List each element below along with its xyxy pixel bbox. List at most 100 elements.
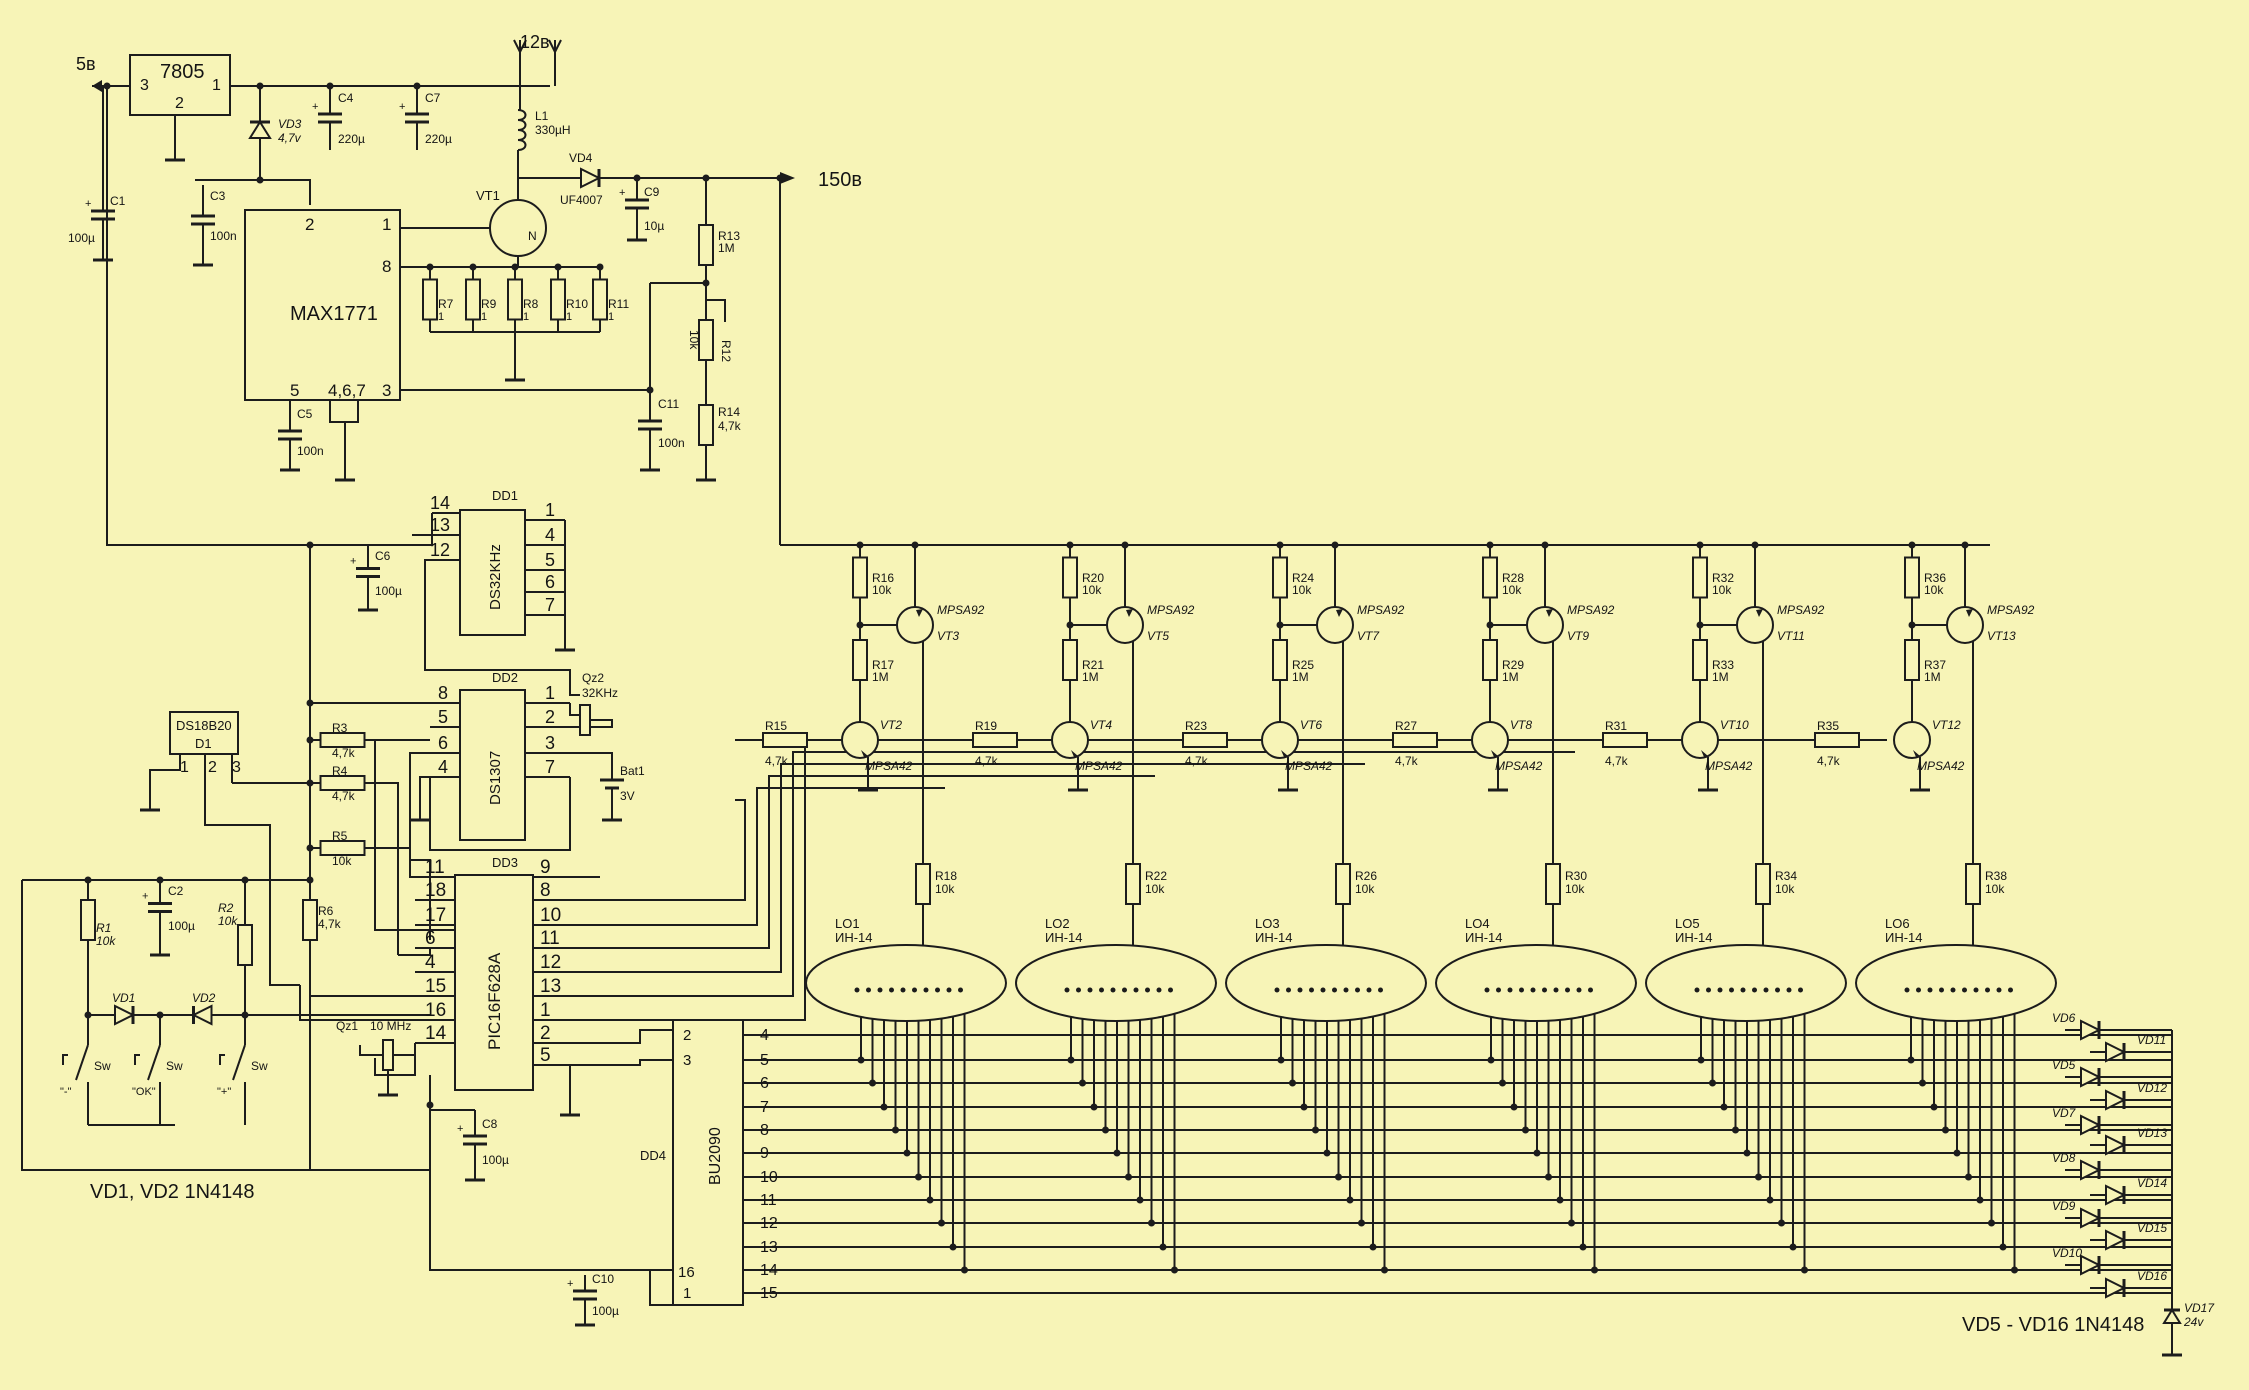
wire — [649, 1270, 673, 1306]
junction-dot — [1930, 1103, 1938, 1111]
val: 10k — [1565, 882, 1585, 896]
val: 4,7k — [1395, 754, 1419, 768]
label-12v: 12в — [520, 32, 550, 52]
wire — [1135, 990, 1141, 1200]
pin: 8 — [760, 1122, 769, 1139]
VD4 — [580, 167, 602, 189]
pin: 6 — [438, 733, 448, 753]
cathode-pin — [1775, 987, 1780, 993]
VT11-arrow — [1756, 609, 1763, 617]
val: 10k — [1292, 583, 1312, 597]
rail-5v-down — [106, 86, 432, 546]
cathode-pin — [1378, 987, 1383, 993]
R4-val: 4,7k — [332, 789, 356, 803]
junction-dot — [1358, 1219, 1365, 1227]
junction-dot — [1953, 1149, 1961, 1157]
lamp-ref: LO4 — [1465, 916, 1490, 931]
cathode-pin — [1297, 987, 1303, 993]
ref: R36 — [1924, 571, 1946, 585]
wire — [1998, 990, 2004, 1247]
junction-dot — [903, 1149, 911, 1157]
R5-ref: R5 — [332, 829, 348, 843]
cathode-pin — [1962, 987, 1967, 993]
val: 10k — [1145, 882, 1165, 896]
pnp-ref: VT7 — [1357, 629, 1380, 643]
wire — [195, 179, 311, 205]
VT2-arrow — [861, 750, 868, 757]
lamp-type: ИН-14 — [1465, 930, 1503, 945]
diode-VD16 — [2105, 1277, 2127, 1299]
junction-dot — [1755, 1173, 1762, 1181]
ref: R38 — [1985, 869, 2007, 883]
npn-type: MPSA42 — [1705, 759, 1753, 773]
pin: 5 — [290, 381, 299, 400]
VT12 — [1893, 721, 1931, 759]
VT7 — [1316, 606, 1354, 644]
junction-dot — [1331, 541, 1339, 549]
ref: R31 — [1605, 719, 1627, 733]
ref: R34 — [1775, 869, 1797, 883]
cathode-pin — [1133, 987, 1139, 993]
pin: 4 — [425, 952, 436, 973]
VT10 — [1681, 721, 1719, 759]
cathode-pin — [1996, 987, 2002, 993]
junction-dot — [1556, 1196, 1564, 1204]
junction-dot — [1312, 1126, 1319, 1134]
switch-ref: Sw — [94, 1059, 111, 1073]
nixie-LO2 — [1015, 944, 1217, 1022]
nixie-LO3 — [1225, 944, 1427, 1022]
VT4-arrow — [1071, 750, 1078, 757]
VT12-arrow — [1913, 750, 1920, 757]
diode-ref: VD6 — [2052, 1011, 2076, 1025]
Qz1-ref: Qz1 — [336, 1019, 358, 1033]
junction-dot — [1766, 1196, 1774, 1204]
wire — [424, 559, 580, 696]
npn-type: MPSA42 — [865, 759, 913, 773]
cathode-pin — [1274, 987, 1280, 993]
resistor-R20 — [1062, 556, 1078, 599]
diode-VD10 — [2080, 1254, 2102, 1276]
npn-ref: VT4 — [1090, 718, 1112, 732]
junction-dot — [1125, 1173, 1132, 1181]
wire — [359, 1045, 383, 1056]
C5-ref: C5 — [297, 407, 313, 421]
resistor-R33 — [1692, 639, 1708, 681]
R4 — [319, 775, 366, 791]
junction-dot — [1743, 1149, 1751, 1157]
VT3 — [896, 606, 934, 644]
cathode-pin — [1145, 987, 1150, 993]
ref: R26 — [1355, 869, 1377, 883]
inductor-L1 — [517, 109, 527, 151]
cathode-pin — [1122, 987, 1127, 993]
pnp-ref: VT5 — [1147, 629, 1169, 643]
pin: 2 — [683, 1027, 691, 1044]
junction-dot — [1079, 1079, 1086, 1087]
npn-ref: VT2 — [880, 718, 902, 732]
C6-ref: C6 — [375, 549, 391, 563]
val: 4,7k — [975, 754, 999, 768]
ref: R25 — [1292, 658, 1314, 672]
VT4 — [1051, 721, 1089, 759]
val: 1M — [872, 670, 889, 684]
C1-ref: C1 — [110, 194, 126, 208]
R4-ref: R4 — [332, 764, 348, 778]
val: 10k — [1985, 882, 2005, 896]
wire — [600, 1059, 673, 1066]
junction-dot — [1907, 1056, 1915, 1064]
VT8-arrow — [1491, 750, 1498, 757]
wire — [600, 751, 1575, 997]
wire — [569, 1064, 600, 1105]
junction-dot — [1381, 1266, 1388, 1274]
R14-val: 4,7k — [718, 419, 742, 433]
VT13 — [1946, 606, 1984, 644]
cathode-pin — [1798, 987, 1803, 993]
resistor-R32 — [1692, 556, 1708, 599]
resistor-R17 — [852, 639, 868, 681]
cathode-pin — [1168, 987, 1173, 993]
pin: 5 — [540, 1045, 551, 1066]
cathode-pin — [923, 987, 929, 993]
pin: 6 — [425, 928, 436, 949]
val: 10k — [1502, 583, 1522, 597]
R12-ref: R12 — [719, 340, 733, 362]
pin: 1 — [180, 759, 189, 776]
